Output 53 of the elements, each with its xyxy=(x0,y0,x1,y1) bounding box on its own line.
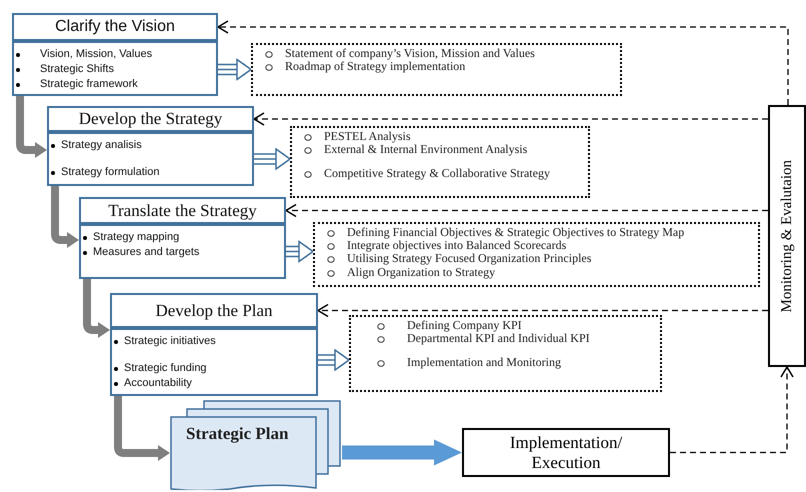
output-arrow xyxy=(285,240,314,262)
stage-content-box xyxy=(110,328,318,396)
list-item: Strategic funding xyxy=(112,360,316,376)
list-item: Competitive Strategy & Collaborative Strategy xyxy=(300,167,584,181)
feedback-arrow xyxy=(217,20,789,105)
stage-content-box xyxy=(79,224,286,279)
stage-content-box xyxy=(47,132,254,186)
output-arrow xyxy=(317,349,350,371)
flow-arrow xyxy=(83,279,110,338)
list-item: Utilising Strategy Focused Organization Principles xyxy=(323,252,754,266)
list-item: Strategic framework xyxy=(14,76,216,92)
list-item: Defining Company KPI xyxy=(373,319,656,332)
vertical-label: Monitoring & Evalutaion xyxy=(778,160,796,312)
flow-arrow xyxy=(16,96,47,158)
output-arrow xyxy=(217,58,252,80)
list-item: Departmental KPI and Individual KPI xyxy=(373,332,656,346)
stage-title-box: Clarify the Vision xyxy=(12,13,218,41)
list-item: Defining Financial Objectives & Strategic Objectives to Strategy Map xyxy=(323,226,754,240)
list-item: Strategy mapping xyxy=(81,230,284,245)
output-box xyxy=(290,126,590,198)
document-title: Strategic Plan xyxy=(186,424,288,444)
output-box xyxy=(251,43,622,96)
list-item: External & Internal Environment Analysis xyxy=(300,143,584,156)
list-item: Strategic initiatives xyxy=(112,334,316,349)
list-item: Accountability xyxy=(112,376,316,391)
list-item: Roadmap of Strategy implementation xyxy=(261,60,616,74)
output-box xyxy=(349,315,662,392)
flow-arrow xyxy=(51,186,79,248)
feedback-arrow xyxy=(285,204,768,218)
list-item: Statement of company’s Vision, Mission and Values xyxy=(261,47,616,60)
stage-content-box xyxy=(12,41,218,96)
stage-title-box: Develop the Strategy xyxy=(47,106,254,132)
stage-title-box: Translate the Strategy xyxy=(79,197,286,224)
list-item: Vision, Mission, Values xyxy=(14,47,216,62)
flow-arrow xyxy=(114,396,170,461)
list-item: Integrate objectives into Balanced Scorecards xyxy=(323,239,754,252)
list-item: Implementation and Monitoring xyxy=(373,356,656,370)
list-item: Align Organization to Strategy xyxy=(323,266,754,279)
feedback-arrow xyxy=(253,112,768,126)
list-item: Measures and targets xyxy=(81,244,284,260)
flow-arrow xyxy=(342,440,462,466)
process-box: Implementation/ Execution xyxy=(462,428,670,477)
output-box xyxy=(313,222,760,287)
list-item: Strategy analisis xyxy=(49,138,252,153)
document-stack xyxy=(170,400,342,490)
output-arrow xyxy=(253,148,291,170)
feedback-arrow xyxy=(317,304,768,318)
list-item: PESTEL Analysis xyxy=(300,130,584,144)
list-item: Strategy formulation xyxy=(49,164,252,180)
stage-title-box: Develop the Plan xyxy=(110,293,318,328)
feedback-arrow xyxy=(670,366,794,454)
list-item: Strategic Shifts xyxy=(14,62,216,77)
feedback-box xyxy=(768,105,806,367)
